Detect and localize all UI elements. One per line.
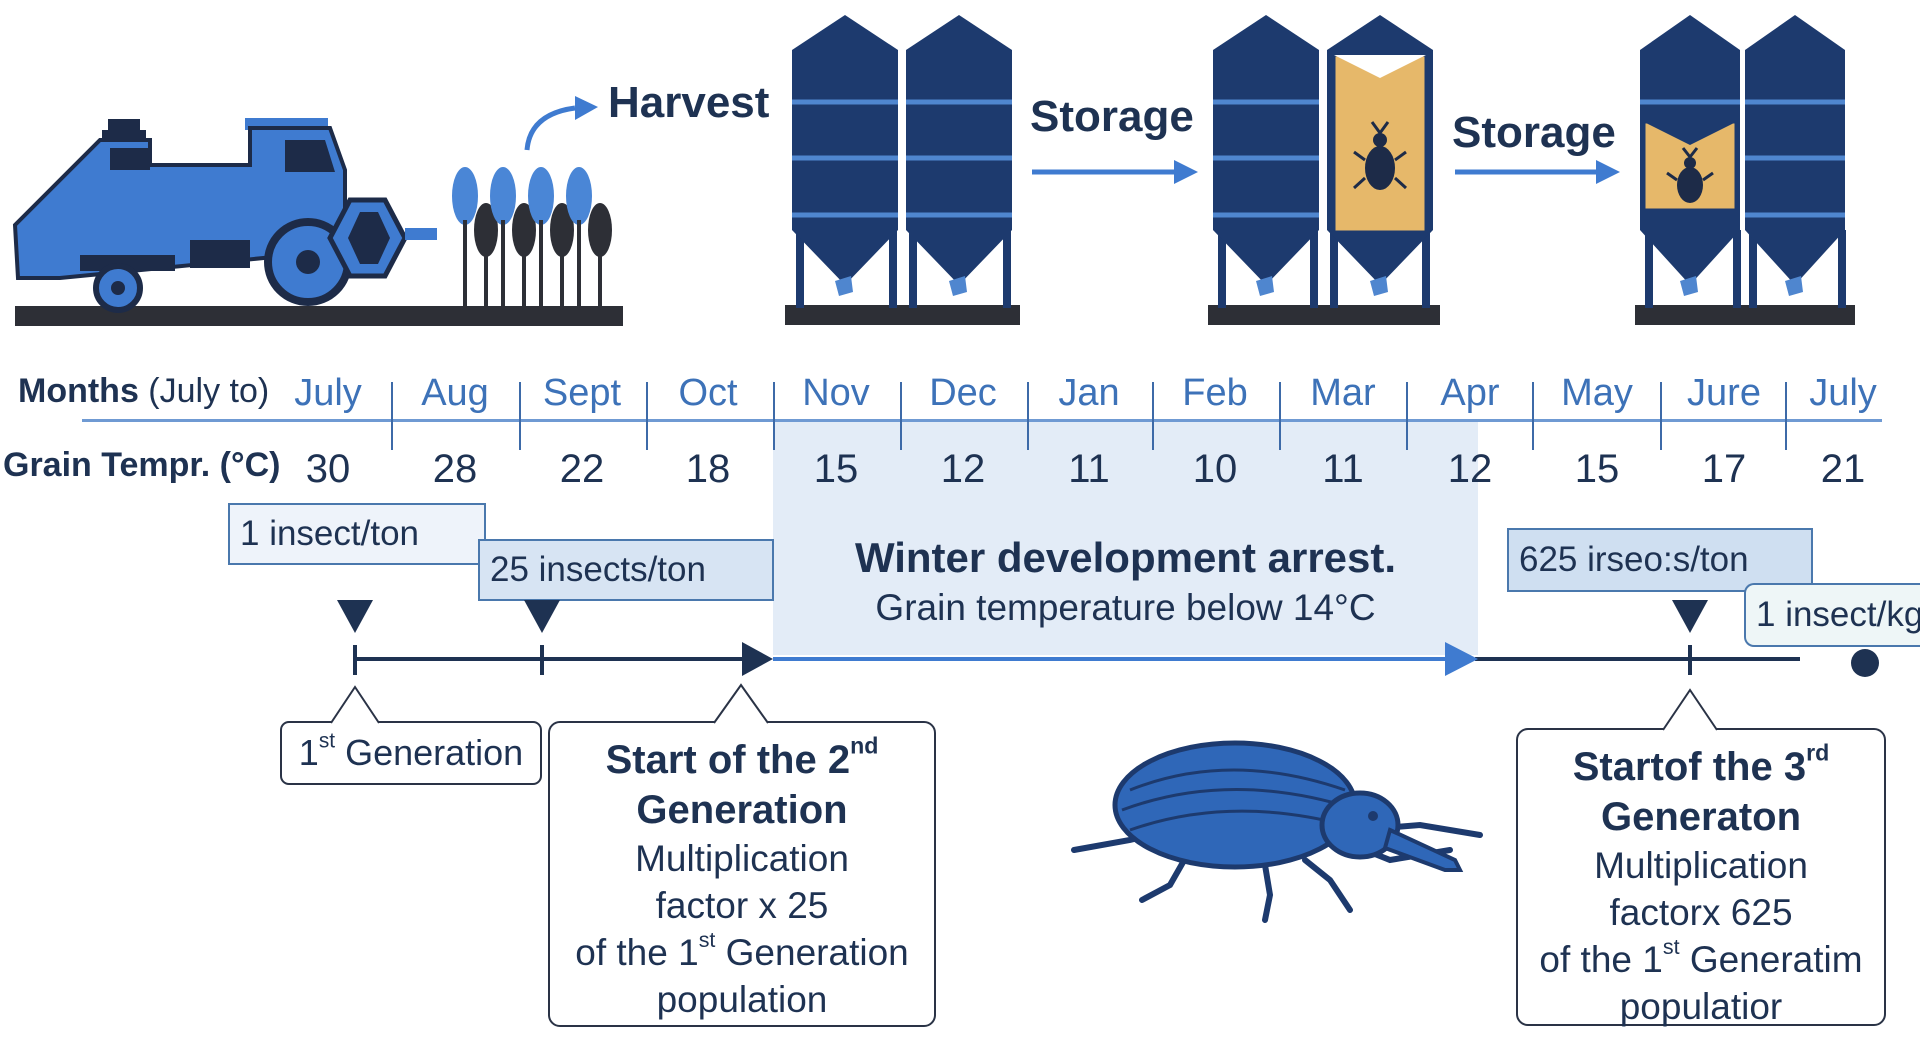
month-separator [1152,382,1154,450]
weevil-icon [1071,740,1483,923]
harvest-label: Harvest [608,78,770,127]
month-label: Jan [1058,372,1120,414]
combine-harvester-icon [12,118,437,313]
month-separator [773,382,775,450]
month-label: Apr [1440,372,1500,414]
month-separator [1027,382,1029,450]
second-generation-callout: Start of the 2nd Generation Multiplicati… [548,721,936,1027]
storage-label-2: Storage [1452,108,1616,157]
storage-label-1: Storage [1030,92,1194,141]
month-separator [1785,382,1787,450]
density-box-4: 1 insect/kg [1744,583,1920,647]
wheat-icon [452,167,612,306]
temperature-value: 21 [1820,447,1866,491]
temperature-value: 12 [1447,447,1493,491]
first-generation-callout: 1st Generation [280,721,542,785]
temperature-value: 12 [940,447,986,491]
month-label: July [294,372,362,414]
temperature-value: 30 [305,447,351,491]
callout-pointers [330,683,1718,731]
month-label: Mar [1310,372,1376,414]
timeline-end-dot [1851,649,1879,677]
month-label: Oct [678,372,738,414]
density-box-3: 625 irseo:s/ton [1507,528,1813,592]
generation-marker-2 [524,600,560,633]
temperature-value: 11 [1322,447,1364,491]
generation-marker-3 [1672,600,1708,633]
winter-title: Winter development arrest. [854,534,1397,581]
month-label: May [1561,372,1633,414]
winter-subtitle: Grain temperature below 14°C [875,587,1376,628]
weevil-in-grain-1-icon [1352,121,1408,190]
month-label: Aug [421,372,489,414]
harvest-storage-illustration [12,15,1855,326]
timeline-arrow-head-1 [742,642,773,676]
month-separator [1406,382,1408,450]
temperature-value: 18 [685,447,731,491]
month-separator [646,382,648,450]
month-label: Sept [542,372,622,414]
month-axis-line [82,419,1882,422]
month-label: Dec [929,372,997,414]
winter-arrest-region [773,420,1478,655]
timeline-arrow-head-2 [1445,642,1478,676]
month-separator [1660,382,1662,450]
temperature-value: 11 [1068,447,1110,491]
temperature-value: 15 [1574,447,1620,491]
temperature-row-label: Grain Tempr. (°C) [3,446,281,484]
third-generation-callout: Startof the 3rd Generaton Multiplication… [1516,728,1886,1027]
month-separator [1279,382,1281,450]
month-separator [1532,382,1534,450]
month-separator [391,382,393,450]
generation-timeline [337,600,1879,677]
month-label: Feb [1182,372,1248,414]
harvest-arrow-icon [524,105,576,151]
temperature-value: 10 [1192,447,1238,491]
month-separator [900,382,902,450]
silo-group-3-icon [1635,15,1855,325]
temperature-value: 22 [559,447,605,491]
months-row-label: Months (July to) [18,372,270,410]
silo-group-1-icon [785,15,1020,325]
month-label: Nov [802,372,870,414]
density-box-2: 25 insects/ton [478,539,774,601]
density-box-1: 1 insect/ton [228,503,486,565]
temperature-value: 17 [1701,447,1747,491]
silo-group-2-icon [1208,15,1440,325]
weevil-in-grain-2-icon [1666,147,1714,203]
temperature-value: 28 [432,447,478,491]
ground-strip [15,306,623,326]
month-label: July [1809,372,1877,414]
generation-marker-1 [337,600,373,633]
month-label: Jure [1687,372,1761,414]
temperature-value: 15 [813,447,859,491]
month-separator [519,382,521,450]
